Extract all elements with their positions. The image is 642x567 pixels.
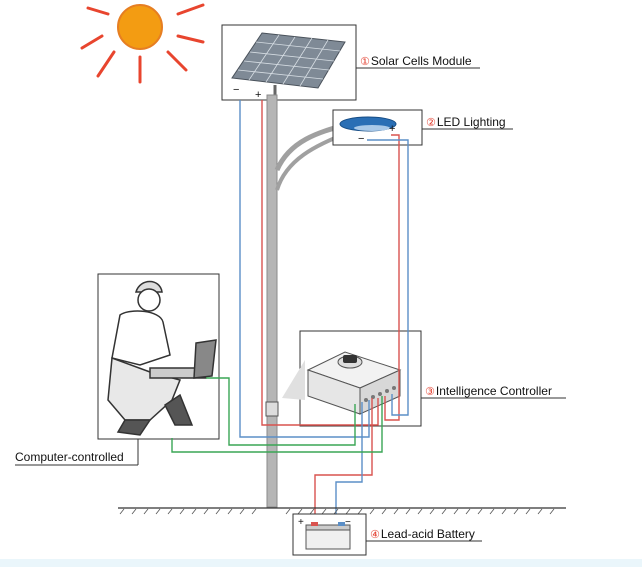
sun-icon: [80, 3, 205, 84]
bottom-strip: [0, 559, 642, 567]
label-intelligence-controller: ③Intelligence Controller: [425, 384, 552, 398]
solar-panel-icon: [231, 32, 346, 98]
label-lead-acid-battery: ④Lead-acid Battery: [370, 527, 475, 541]
solar-plus: +: [255, 89, 261, 101]
label-computer-controlled: Computer-controlled: [15, 450, 124, 464]
negative-wires: [239, 100, 409, 525]
street-lamp-icon: [339, 116, 397, 132]
controller-callout: [282, 360, 305, 400]
worker-with-laptop-icon: [107, 280, 217, 436]
positive-wires: [261, 100, 400, 525]
data-wires: [171, 377, 383, 453]
solar-minus: −: [233, 84, 239, 96]
led-plus: +: [389, 123, 395, 135]
label-solar-cells-module: ①Solar Cells Module: [360, 54, 472, 68]
battery-plus: +: [298, 517, 304, 528]
battery-icon: [305, 522, 351, 550]
controller-device-icon: [306, 351, 402, 415]
led-minus: −: [358, 133, 364, 145]
ground-line: [118, 507, 566, 515]
battery-minus: −: [345, 517, 351, 528]
label-led-lighting: ②LED Lighting: [426, 115, 506, 129]
leader-lines: [15, 67, 566, 542]
